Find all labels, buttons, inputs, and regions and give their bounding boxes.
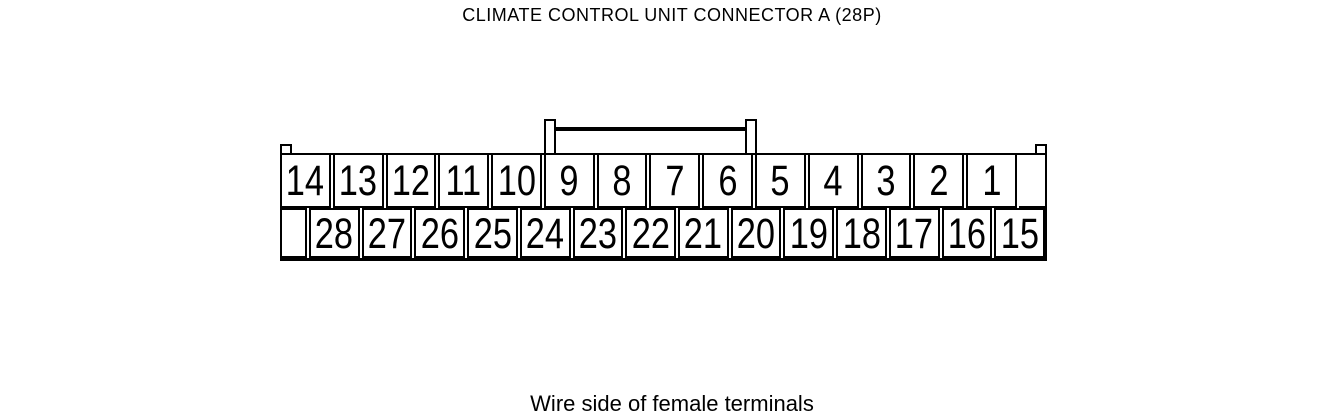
pin-number: 11 — [445, 157, 482, 205]
pin-cell-26: 26 — [414, 208, 466, 258]
pin-cell-25: 25 — [467, 208, 518, 258]
latch-post-left — [544, 119, 556, 155]
pin-number: 2 — [929, 157, 949, 205]
pin-number: 24 — [526, 209, 565, 258]
latch-crossbar — [554, 127, 747, 131]
pin-cell-20: 20 — [730, 208, 782, 258]
pin-number: 10 — [497, 157, 536, 205]
pin-cell-5: 5 — [755, 155, 806, 208]
pin-cell-14: 14 — [282, 155, 331, 208]
pin-cell-3: 3 — [860, 155, 912, 208]
pin-number: 16 — [947, 209, 987, 258]
pin-cell-21: 21 — [678, 208, 729, 258]
pin-cell-9: 9 — [543, 155, 595, 208]
pin-cell-27: 27 — [361, 208, 413, 258]
latch-post-right — [745, 119, 757, 155]
pin-number: 19 — [789, 209, 828, 258]
blank-cell-bottom-left — [282, 208, 307, 258]
diagram-caption: Wire side of female terminals — [530, 391, 814, 416]
pin-number: 15 — [1000, 209, 1039, 258]
pin-cell-28: 28 — [309, 208, 360, 258]
pin-number: 8 — [612, 157, 632, 205]
pin-number: 7 — [665, 157, 685, 205]
pin-number: 21 — [684, 209, 723, 258]
pin-cell-19: 19 — [783, 208, 835, 258]
pin-row-bottom: 28 27 26 25 24 23 22 21 20 19 18 17 16 15 — [282, 208, 1046, 258]
pin-number: 12 — [391, 157, 431, 205]
pin-number: 9 — [559, 157, 579, 205]
pin-number: 6 — [718, 157, 738, 205]
pin-number: 22 — [631, 209, 670, 258]
pin-number: 28 — [315, 209, 354, 258]
pin-cell-17: 17 — [888, 208, 940, 258]
pin-number: 14 — [286, 157, 325, 205]
pin-number: 23 — [578, 209, 618, 258]
pin-cell-11: 11 — [438, 155, 490, 208]
pin-number: 4 — [823, 157, 843, 205]
pin-number: 20 — [736, 209, 776, 258]
pin-cell-6: 6 — [702, 155, 754, 208]
pin-number: 18 — [842, 209, 881, 258]
pin-number: 25 — [473, 209, 512, 258]
pin-cell-7: 7 — [649, 155, 701, 208]
pin-cell-8: 8 — [596, 155, 648, 208]
pin-cell-22: 22 — [625, 208, 677, 258]
pin-number: 17 — [895, 209, 934, 258]
pin-cell-12: 12 — [385, 155, 437, 208]
pin-number: 13 — [339, 157, 378, 205]
mount-notch-left — [280, 144, 292, 155]
pin-cell-4: 4 — [807, 155, 859, 208]
pin-number: 1 — [981, 157, 1002, 205]
mount-notch-right — [1035, 144, 1047, 155]
pin-cell-13: 13 — [332, 155, 384, 208]
pin-cell-1: 1 — [966, 155, 1017, 208]
pin-cell-23: 23 — [572, 208, 624, 258]
diagram-title: CLIMATE CONTROL UNIT CONNECTOR A (28P) — [462, 5, 882, 25]
pin-number: 26 — [420, 209, 459, 258]
pin-cell-24: 24 — [519, 208, 571, 258]
pin-cell-10: 10 — [491, 155, 542, 208]
pin-cell-15: 15 — [994, 208, 1046, 258]
pin-cell-16: 16 — [941, 208, 993, 258]
pin-cell-18: 18 — [836, 208, 887, 258]
pin-cell-2: 2 — [913, 155, 965, 208]
pin-number: 5 — [770, 157, 790, 205]
pin-number: 3 — [876, 157, 896, 205]
blank-cell-top-right — [1018, 155, 1045, 208]
pin-number: 27 — [367, 209, 407, 258]
